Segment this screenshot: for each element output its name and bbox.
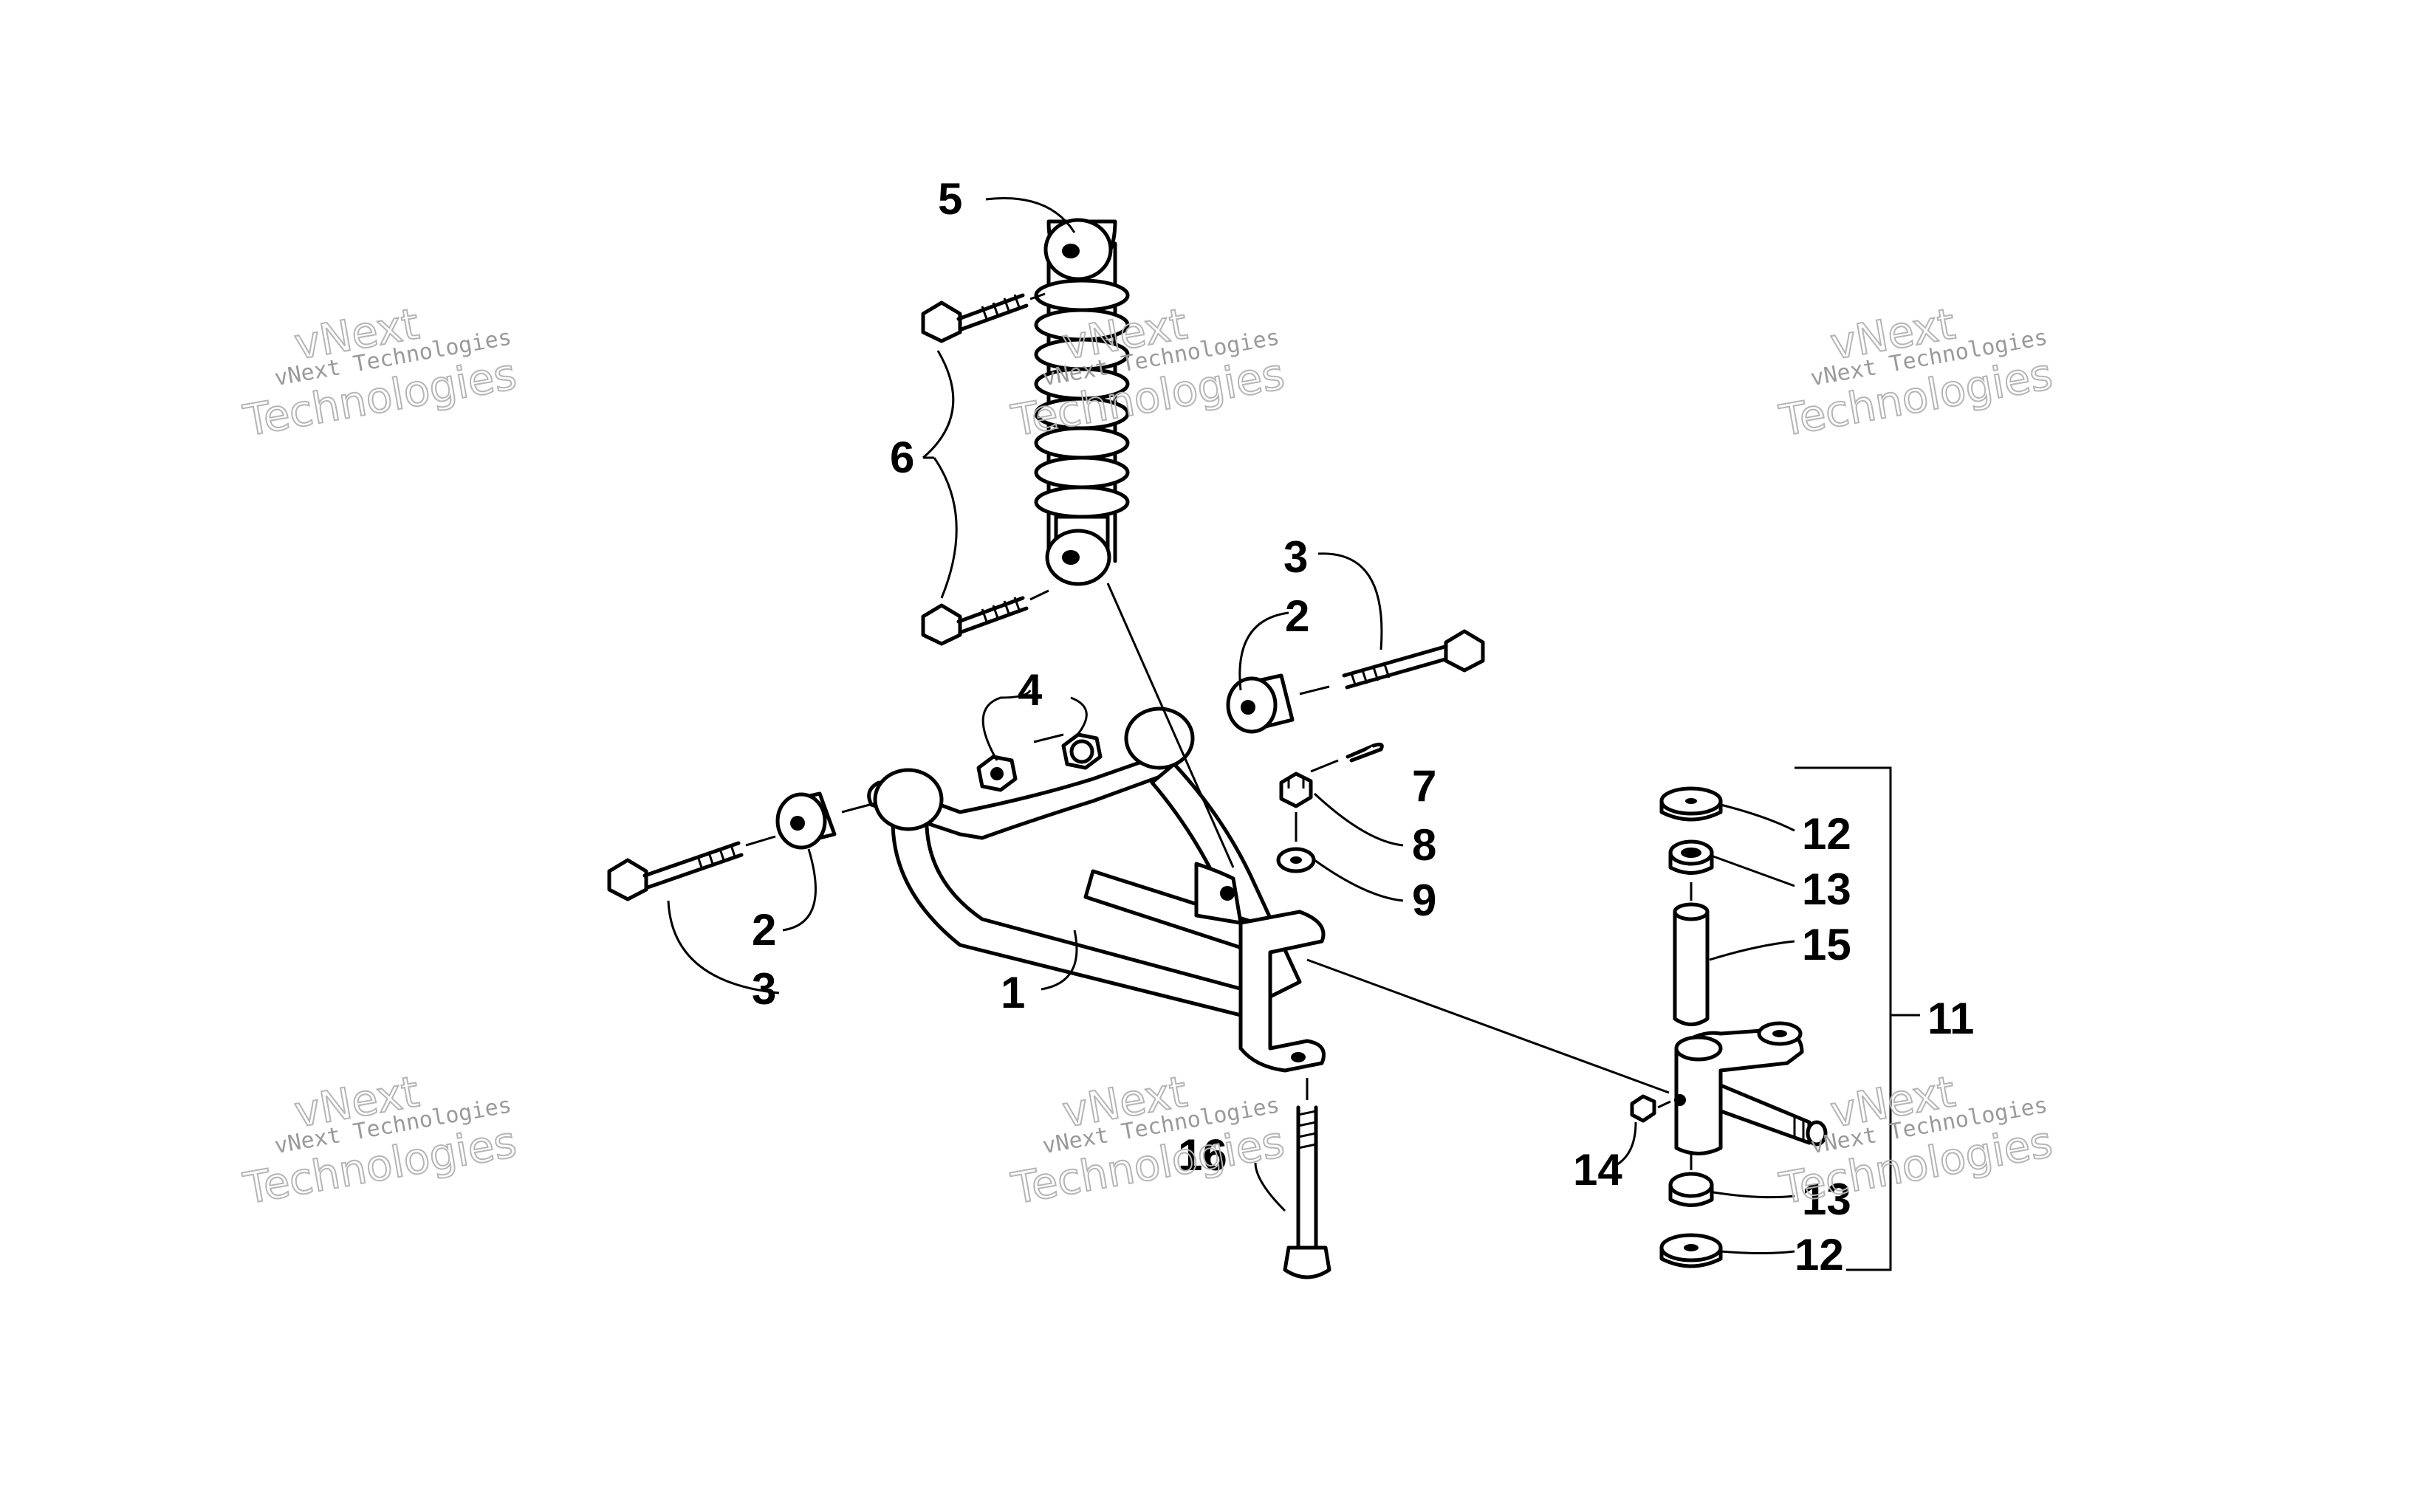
leader-4 [981,690,1088,761]
grease-fitting [1630,1094,1656,1123]
leader-13-bottom [1713,1191,1795,1199]
bushing-right [1226,673,1295,734]
leader-12-bottom [1720,1250,1795,1254]
leader-2-right [1238,611,1289,691]
castle-nut [1279,772,1313,808]
callout-3-top: 3 [1283,532,1308,582]
kingpin-sleeve [1673,902,1710,1026]
callout-6: 6 [890,433,914,482]
callout-9: 9 [1412,876,1436,925]
callout-13-top: 13 [1802,865,1851,914]
callout-14: 14 [1573,1145,1622,1195]
leader-2-left [782,848,817,932]
callout-2-top: 2 [1285,591,1309,641]
callout-7: 7 [1412,761,1436,811]
callout-13-bottom: 13 [1802,1175,1851,1224]
watermark-5: vNext vNext Technologies Technologies [1007,1065,1289,1214]
callout-3-bottom: 3 [752,964,776,1014]
leader-3-left [667,900,780,994]
callout-2-bottom: 2 [752,905,776,955]
spindle-bushing-bottom [1668,1172,1714,1207]
leader-12-top [1720,803,1795,832]
watermark-4: vNext vNext Technologies Technologies [239,1065,521,1214]
leader-6 [922,350,958,599]
leader-13-top [1713,855,1795,887]
washer [1276,847,1316,873]
leader-5 [985,196,1076,233]
assembly-bracket [1795,766,1920,1271]
a-arm [867,707,1326,1073]
watermark-1: vNext vNext Technologies Technologies [239,298,521,447]
spindle-cap-top [1659,786,1723,822]
leader-16 [1254,1162,1286,1212]
callout-12-top: 12 [1802,809,1851,859]
leader-9 [1314,859,1404,902]
shock-bolt-lower [921,596,1029,646]
spindle-bushing-top [1668,839,1714,875]
leader-3-right [1317,552,1383,650]
callout-12-bottom: 12 [1795,1230,1844,1279]
watermark-3: vNext vNext Technologies Technologies [1775,298,2057,447]
shock-spring [1034,278,1130,519]
leader-15 [1709,940,1795,961]
bushing-left [775,791,837,850]
callout-4: 4 [1018,665,1043,715]
callout-15: 15 [1802,920,1851,969]
leader-14 [1613,1121,1637,1168]
pivot-bolt [1283,1105,1331,1279]
watermark-2: vNext vNext Technologies Technologies [1007,298,1289,447]
callout-5: 5 [938,174,962,224]
shock-absorber [1034,218,1130,586]
arm-bolt-left [607,841,744,901]
cotter-pin [1346,742,1384,763]
callout-8: 8 [1412,820,1436,870]
callout-1: 1 [1001,968,1025,1017]
spindle [1674,1021,1828,1155]
arm-bolt-right [1342,629,1485,690]
lock-nut-right [1061,732,1103,770]
lock-nut-left [976,755,1018,792]
leader-8 [1313,792,1404,847]
leader-1 [1041,929,1078,991]
callout-16: 16 [1178,1130,1227,1180]
shock-bolt-upper [921,293,1029,343]
callout-11: 11 [1927,994,1974,1043]
spindle-cap-bottom [1659,1233,1723,1268]
